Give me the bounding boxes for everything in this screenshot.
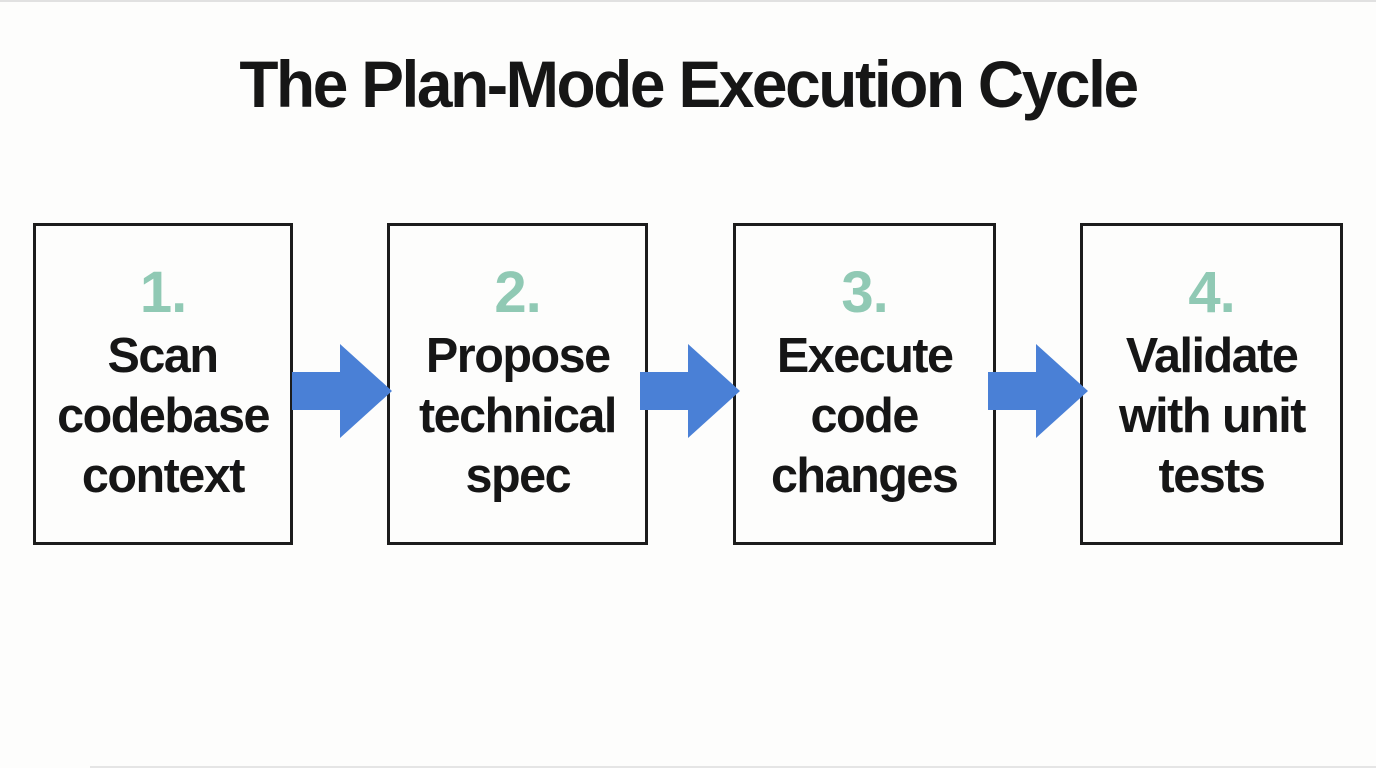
step-box-1: 1. Scan codebase context	[33, 223, 293, 545]
scan-artifact-top-edge	[0, 0, 1376, 2]
step-text-line: Propose	[425, 329, 611, 383]
step-number: 1.	[139, 260, 187, 325]
step-box-2: 2. Propose technical spec	[387, 223, 648, 545]
step-box-3: 3. Execute code changes	[733, 223, 996, 545]
block-arrow-right-icon	[292, 344, 392, 438]
step-text-line: with unit	[1118, 389, 1305, 443]
step-text-line: Validate	[1125, 329, 1299, 383]
step-text-line: Execute	[776, 329, 954, 383]
step-box-4: 4. Validate with unit tests	[1080, 223, 1343, 545]
step-text-line: spec	[465, 449, 571, 503]
block-arrow-right-icon	[640, 344, 740, 438]
step-text-line: technical	[419, 389, 617, 443]
step-text-line: changes	[771, 449, 959, 503]
step-number: 3.	[841, 260, 888, 325]
step-number: 4.	[1188, 260, 1235, 325]
step-text-line: Scan	[107, 329, 220, 383]
scan-artifact-bottom-edge	[90, 766, 1376, 768]
step-number: 2.	[494, 260, 541, 325]
step-text-line: code	[810, 389, 920, 443]
step-text-line: codebase	[57, 389, 270, 443]
step-text-line: context	[81, 449, 246, 503]
page-title: The Plan-Mode Execution Cycle	[239, 47, 1139, 121]
block-arrow-right-icon	[988, 344, 1088, 438]
step-text-line: tests	[1158, 449, 1266, 503]
